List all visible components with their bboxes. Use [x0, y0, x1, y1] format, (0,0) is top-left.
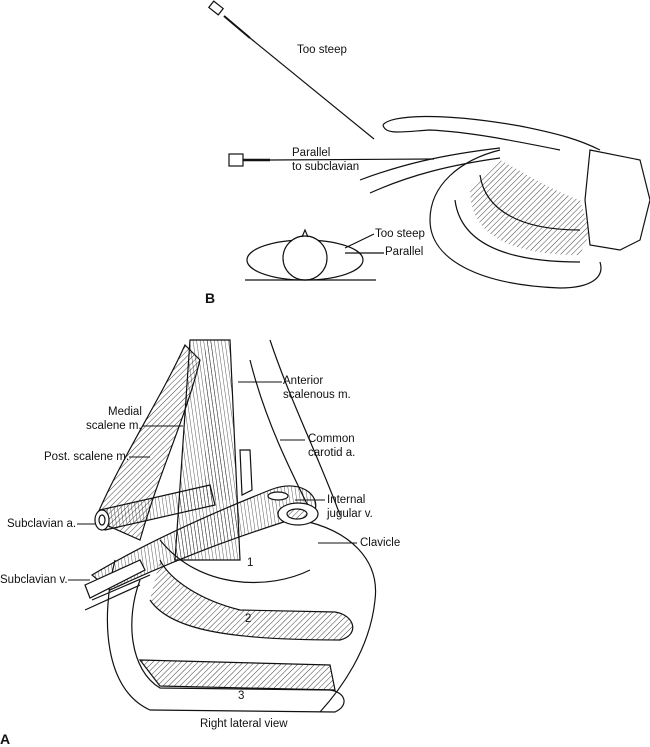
label-common-carotid: Common [308, 433, 355, 445]
label-medial-scalene-2: scalene m. [86, 420, 142, 432]
needle-too-steep [207, 0, 375, 140]
leader-lines [68, 381, 357, 581]
ribs-a [106, 519, 377, 713]
label-subclavian-vein: Subclavian v. [0, 574, 68, 586]
head-top-view [245, 228, 384, 281]
subclavian-artery [94, 449, 253, 531]
label-head-too-steep: Too steep [375, 228, 425, 240]
label-anterior-scalene: Anterior [283, 375, 324, 387]
caption-right-lateral-view: Right lateral view [200, 718, 288, 730]
label-common-carotid-2: carotid a. [308, 447, 356, 459]
label-needle-parallel: Parallel [292, 147, 331, 159]
panel-letter-a: A [0, 731, 11, 747]
subclavian-vein [84, 559, 151, 611]
label-rib-2: 2 [245, 613, 252, 625]
label-rib-3: 3 [238, 690, 245, 702]
label-clavicle: Clavicle [360, 537, 401, 549]
label-medial-scalene: Medial [108, 406, 142, 418]
clavicle-a [90, 485, 319, 591]
needle-parallel [228, 153, 435, 167]
label-internal-jugular: Internal [327, 494, 366, 506]
label-subclavian-artery: Subclavian a. [7, 518, 77, 530]
label-needle-parallel-2: to subclavian [292, 161, 360, 173]
label-needle-too-steep: Too steep [297, 44, 347, 56]
label-anterior-scalene-2: scalenous m. [283, 389, 351, 401]
label-rib-1: 1 [247, 557, 254, 569]
label-head-parallel: Parallel [385, 246, 424, 258]
clavicle-ribs-b [359, 115, 650, 289]
label-internal-jugular-2: jugular v. [327, 508, 373, 520]
panel-letter-b: B [205, 290, 216, 306]
label-posterior-scalene: Post. scalene m. [44, 451, 130, 463]
